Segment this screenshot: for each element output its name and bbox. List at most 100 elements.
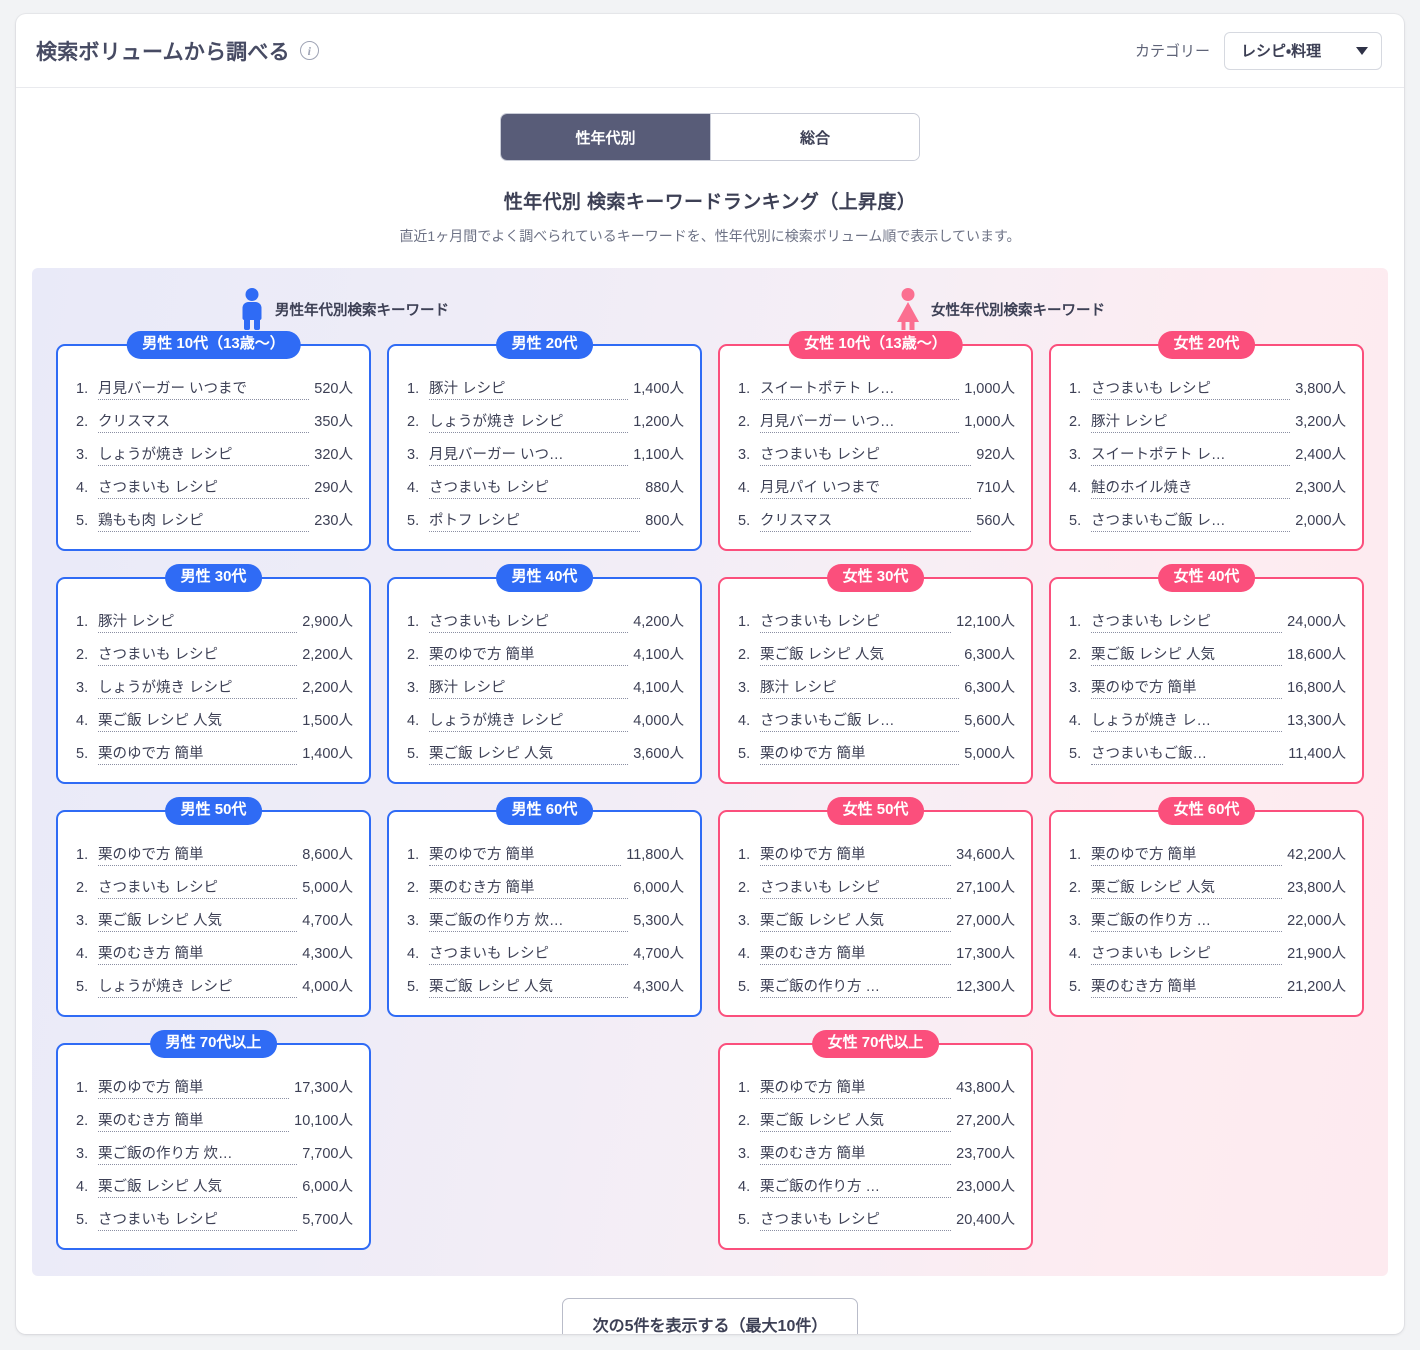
keyword-link[interactable]: 栗ご飯 レシピ 人気 — [98, 909, 298, 932]
keyword-link[interactable]: 栗ご飯 レシピ 人気 — [429, 742, 629, 765]
keyword-link[interactable]: さつまいも レシピ — [760, 610, 952, 633]
ranking-card-badge: 女性 30代 — [826, 564, 925, 592]
keyword-link[interactable]: しょうが焼き レシピ — [429, 709, 629, 732]
keyword-link[interactable]: 栗ご飯の作り方 … — [760, 975, 952, 998]
keyword-link[interactable]: しょうが焼き レシピ — [98, 443, 310, 466]
keyword-link[interactable]: しょうが焼き レ… — [1091, 709, 1283, 732]
keyword-link[interactable]: 栗のゆで方 簡単 — [98, 742, 298, 765]
info-icon[interactable]: i — [299, 41, 319, 60]
keyword-link[interactable]: 月見バーガー いつまで — [98, 377, 310, 400]
keyword-link[interactable]: 栗のむき方 簡単 — [98, 942, 298, 965]
keyword-link[interactable]: 栗のゆで方 簡単 — [98, 1076, 290, 1099]
keyword-row: 3.栗ご飯の作り方 …22,000人 — [1065, 904, 1348, 937]
keyword-link[interactable]: さつまいも レシピ — [429, 610, 629, 633]
keyword-link[interactable]: 栗ご飯 レシピ 人気 — [760, 1109, 952, 1132]
keyword-link[interactable]: 栗ご飯の作り方 … — [1091, 909, 1283, 932]
keyword-link[interactable]: 豚汁 レシピ — [429, 377, 629, 400]
keyword-link[interactable]: 栗ご飯 レシピ 人気 — [1091, 876, 1283, 899]
keyword-link[interactable]: 栗のむき方 簡単 — [760, 942, 952, 965]
keyword-link[interactable]: 栗ご飯 レシピ 人気 — [429, 975, 629, 998]
keyword-link[interactable]: 鮭のホイル焼き — [1091, 476, 1291, 499]
keyword-link[interactable]: さつまいも レシピ — [98, 476, 310, 499]
keyword-link[interactable]: 豚汁 レシピ — [760, 676, 960, 699]
show-more-button[interactable]: 次の5件を表示する（最大10件） — [561, 1298, 859, 1334]
keyword-volume: 4,200人 — [633, 614, 684, 630]
keyword-link[interactable]: 栗ご飯の作り方 炊… — [98, 1142, 298, 1165]
keyword-link[interactable]: 栗のむき方 簡単 — [1091, 975, 1283, 998]
keyword-link[interactable]: さつまいも レシピ — [760, 1208, 952, 1231]
keyword-link[interactable]: 栗のゆで方 簡単 — [1091, 676, 1283, 699]
keyword-volume: 21,200人 — [1287, 979, 1346, 995]
keyword-link[interactable]: 月見バーガー いつ… — [429, 443, 629, 466]
keyword-link[interactable]: さつまいも レシピ — [98, 876, 298, 899]
keyword-link[interactable]: 月見バーガー いつ… — [760, 410, 960, 433]
keyword-volume: 560人 — [976, 513, 1015, 529]
keyword-link[interactable]: 豚汁 レシピ — [98, 610, 298, 633]
keyword-link[interactable]: 栗のゆで方 簡単 — [429, 843, 622, 866]
keyword-link[interactable]: 栗ご飯 レシピ 人気 — [1091, 643, 1283, 666]
keyword-link[interactable]: さつまいもご飯 レ… — [1091, 509, 1291, 532]
keyword-link[interactable]: 栗のむき方 簡単 — [98, 1109, 290, 1132]
view-toggle-wrap: 性年代別 総合 — [16, 113, 1404, 161]
keyword-link[interactable]: さつまいもご飯… — [1091, 742, 1284, 765]
keyword-link[interactable]: 栗のゆで方 簡単 — [760, 742, 960, 765]
keyword-link[interactable]: 栗ご飯の作り方 … — [760, 1175, 952, 1198]
keyword-link[interactable]: 栗ご飯 レシピ 人気 — [98, 709, 298, 732]
keyword-link[interactable]: さつまいも レシピ — [760, 443, 972, 466]
keyword-link[interactable]: スイートポテト レ… — [1091, 443, 1291, 466]
keyword-link[interactable]: 栗ご飯 レシピ 人気 — [760, 643, 960, 666]
keyword-volume: 24,000人 — [1287, 614, 1346, 630]
keyword-link[interactable]: 栗のむき方 簡単 — [760, 1142, 952, 1165]
header-left: 検索ボリュームから調べる i — [36, 36, 319, 66]
keyword-link[interactable]: スイートポテト レ… — [760, 377, 960, 400]
keyword-link[interactable]: 栗のむき方 簡単 — [429, 876, 629, 899]
tab-overall[interactable]: 総合 — [710, 114, 919, 160]
keyword-link[interactable]: 栗ご飯 レシピ 人気 — [98, 1175, 298, 1198]
keyword-link[interactable]: さつまいも レシピ — [1091, 610, 1283, 633]
keyword-link[interactable]: さつまいも レシピ — [429, 476, 641, 499]
keyword-link[interactable]: 栗のゆで方 簡単 — [429, 643, 629, 666]
category-select[interactable]: レシピ・料理 — [1224, 31, 1382, 70]
keyword-volume: 12,100人 — [956, 614, 1015, 630]
keyword-link[interactable]: 鶏もも肉 レシピ — [98, 509, 310, 532]
keyword-link[interactable]: クリスマス — [760, 509, 972, 532]
keyword-rank: 5. — [1069, 746, 1082, 762]
keyword-volume: 920人 — [976, 447, 1015, 463]
keyword-rank: 2. — [1069, 647, 1082, 663]
keyword-link[interactable]: 豚汁 レシピ — [429, 676, 629, 699]
keyword-volume: 6,300人 — [964, 647, 1015, 663]
keyword-volume: 230人 — [314, 513, 353, 529]
keyword-link[interactable]: しょうが焼き レシピ — [98, 975, 298, 998]
keyword-link[interactable]: さつまいも レシピ — [1091, 942, 1283, 965]
keyword-link[interactable]: 栗ご飯の作り方 炊… — [429, 909, 629, 932]
keyword-link[interactable]: しょうが焼き レシピ — [429, 410, 629, 433]
keyword-link[interactable]: 栗のゆで方 簡単 — [760, 1076, 952, 1099]
keyword-link[interactable]: さつまいもご飯 レ… — [760, 709, 960, 732]
keyword-link[interactable]: 栗のゆで方 簡単 — [98, 843, 298, 866]
keyword-link[interactable]: 月見パイ いつまで — [760, 476, 972, 499]
keyword-link[interactable]: 豚汁 レシピ — [1091, 410, 1291, 433]
keyword-rank: 4. — [738, 1179, 751, 1195]
keyword-link[interactable]: 栗のゆで方 簡単 — [1091, 843, 1283, 866]
keyword-link[interactable]: クリスマス — [98, 410, 310, 433]
keyword-link[interactable]: 栗のゆで方 簡単 — [760, 843, 952, 866]
tab-by-gender-age[interactable]: 性年代別 — [501, 114, 710, 160]
keyword-link[interactable]: さつまいも レシピ — [760, 876, 952, 899]
keyword-link[interactable]: さつまいも レシピ — [429, 942, 629, 965]
keyword-link[interactable]: しょうが焼き レシピ — [98, 676, 298, 699]
keyword-link[interactable]: さつまいも レシピ — [98, 643, 298, 666]
header-right: カテゴリー レシピ・料理 — [1135, 31, 1382, 70]
keyword-link[interactable]: ポトフ レシピ — [429, 509, 641, 532]
ranking-card-badge: 女性 50代 — [826, 797, 925, 825]
keyword-link[interactable]: 栗ご飯 レシピ 人気 — [760, 909, 952, 932]
keyword-link[interactable]: さつまいも レシピ — [98, 1208, 298, 1231]
keyword-rank: 5. — [1069, 513, 1082, 529]
keyword-link[interactable]: さつまいも レシピ — [1091, 377, 1291, 400]
